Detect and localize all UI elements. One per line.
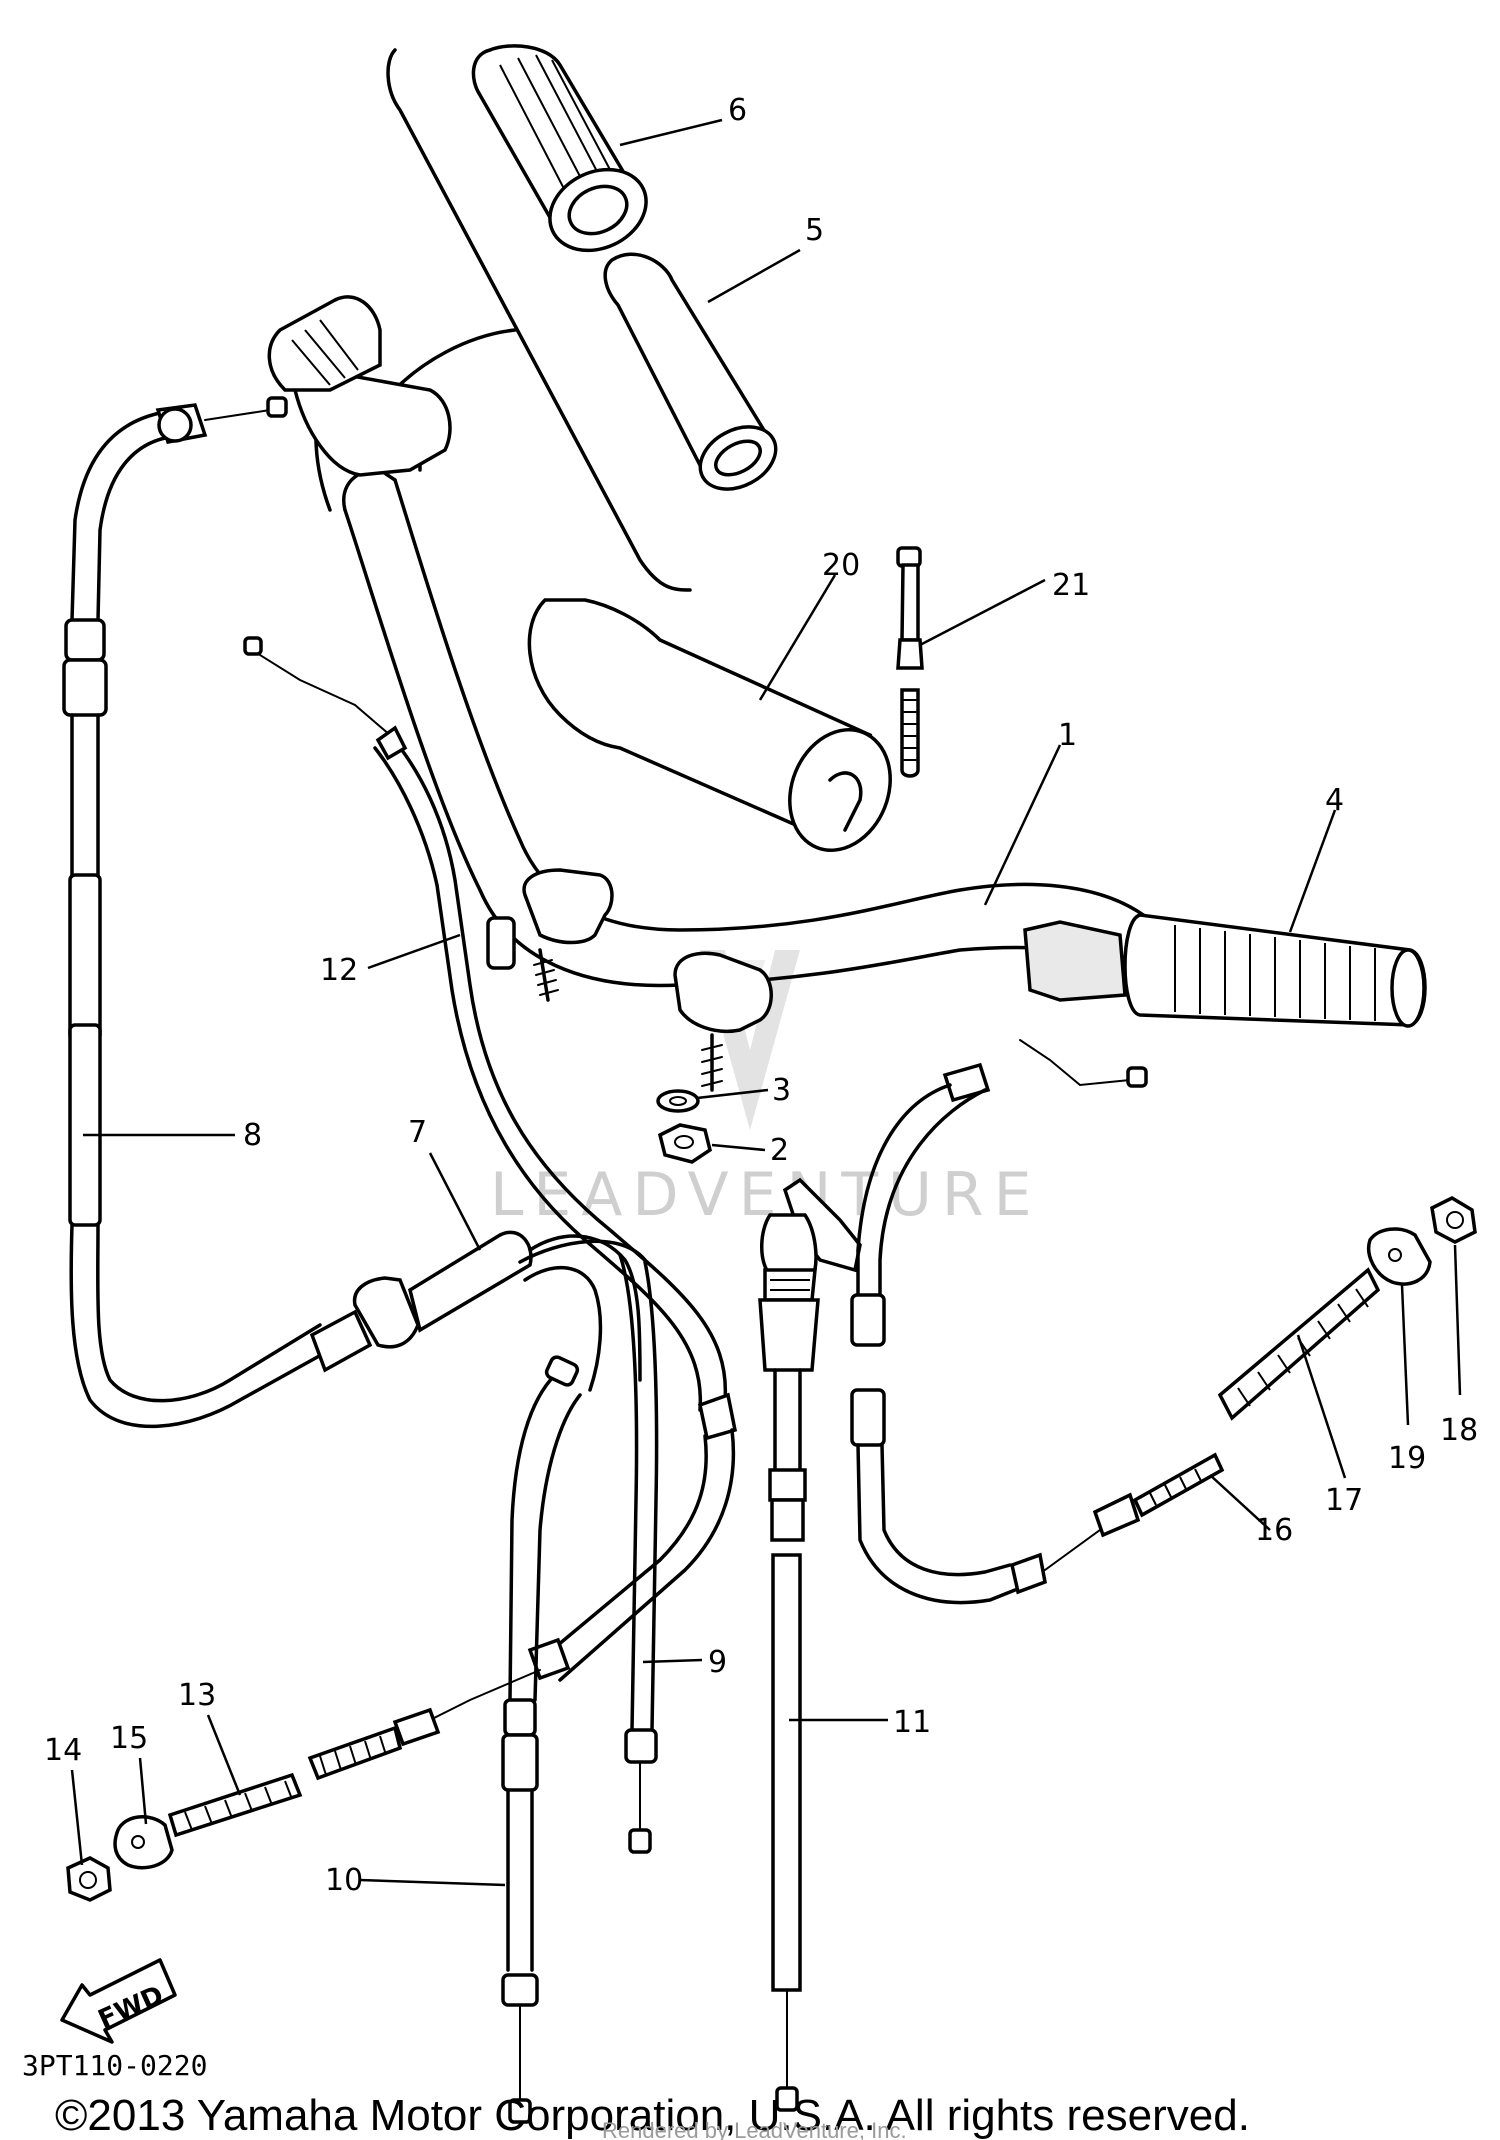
cable-13 [167, 1637, 571, 1838]
handlebar-1 [267, 295, 1152, 988]
callout-11: 11 [893, 1705, 931, 1740]
holder-clamps [522, 868, 773, 1092]
callout-19: 19 [1388, 1441, 1426, 1476]
band-21 [896, 546, 924, 778]
callout-20: 20 [822, 548, 860, 583]
callout-1: 1 [1058, 718, 1077, 753]
callout-6: 6 [728, 93, 747, 128]
callout-14: 14 [44, 1733, 82, 1768]
nut-18 [1430, 1196, 1477, 1244]
callout-5: 5 [805, 213, 824, 248]
spring-17 [1217, 1267, 1381, 1421]
leader-lines [70, 118, 1462, 1887]
callout-15: 15 [110, 1721, 148, 1756]
callout-12: 12 [320, 953, 358, 988]
cable-8 [62, 396, 332, 1428]
callout-4: 4 [1325, 783, 1344, 818]
pad-20 [527, 598, 892, 852]
callout-10: 10 [325, 1863, 363, 1898]
callout-16: 16 [1255, 1513, 1293, 1548]
callout-8: 8 [243, 1118, 262, 1153]
callout-9: 9 [708, 1645, 727, 1680]
copyright: ©2013 Yamaha Motor Corporation, U.S.A. A… [55, 2091, 1250, 2140]
rendered-by: Rendered by LeadVenture, Inc. [602, 2118, 907, 2140]
callout-2: 2 [770, 1133, 789, 1168]
grip-4 [1023, 913, 1427, 1028]
diagram-code: 3PT110-0220 [22, 2049, 207, 2082]
callout-labels: 1 2 3 4 5 6 7 8 9 10 11 12 13 14 15 16 1… [44, 93, 1478, 1898]
cable-16 [850, 1039, 1225, 1605]
cable-10 [501, 1355, 582, 2124]
cable-7 [309, 1230, 647, 1392]
watermark-text: LEADVENTURE [490, 1160, 1042, 1230]
callout-21: 21 [1052, 568, 1090, 603]
callout-3: 3 [772, 1073, 791, 1108]
callout-7: 7 [408, 1115, 427, 1150]
cable-9 [618, 1253, 659, 1854]
washer-3 [656, 1089, 700, 1113]
cable-12 [243, 636, 738, 1682]
callout-13: 13 [178, 1678, 216, 1713]
nut-14 [66, 1856, 112, 1902]
callout-17: 17 [1325, 1483, 1363, 1518]
cable-11 [758, 1177, 862, 2112]
nut-2 [657, 1123, 712, 1164]
adjuster-19 [1367, 1227, 1432, 1286]
callout-18: 18 [1440, 1413, 1478, 1448]
grip-sleeve-5 [603, 252, 778, 491]
adjuster-15 [113, 1815, 174, 1870]
fwd-arrow-icon: FWD [60, 1958, 177, 2044]
grip-6 [471, 44, 648, 253]
